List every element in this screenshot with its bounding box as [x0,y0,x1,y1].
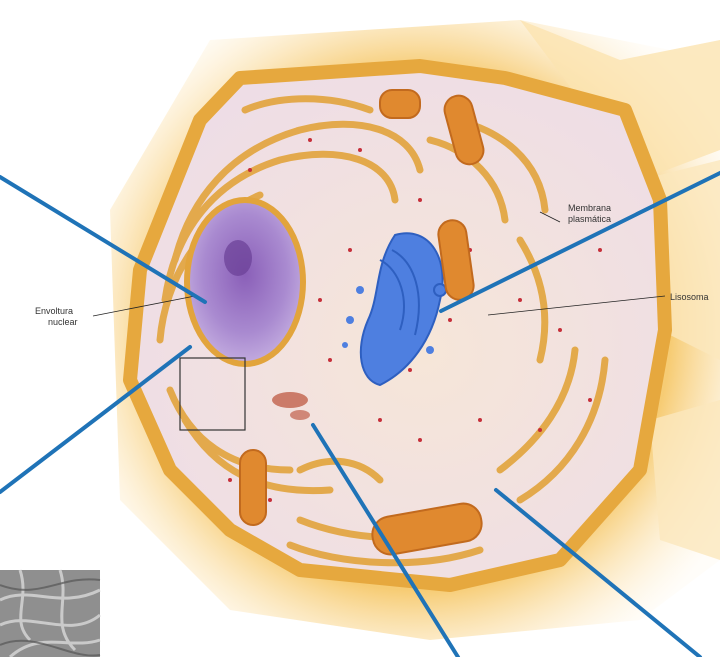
nucleolus [224,240,252,276]
label-plasma-membrane-line2: plasmática [568,214,611,224]
label-nuclear-envelope-line1: Envoltura [35,306,73,316]
nucleus [187,200,303,364]
label-nuclear-envelope-line2: nuclear [48,317,78,327]
label-plasma-membrane-line1: Membrana [568,203,611,213]
micrograph-thumbnail [0,570,100,657]
label-lysosome: Lisosoma [670,292,709,302]
